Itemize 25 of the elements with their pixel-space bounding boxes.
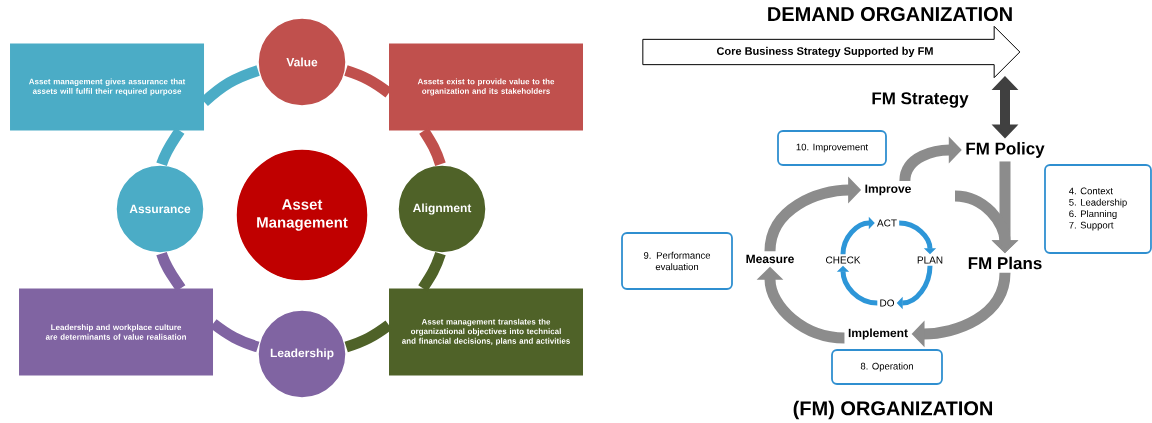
clause-box: 4. Context 5. Leadership 6. Planning 7. Support — [1044, 164, 1152, 254]
stage-label: FM Strategy — [872, 92, 969, 108]
text-box: Asset management translates the organizational objectives into technical and financial decisions, plans and activities — [389, 288, 583, 376]
step-label: Implement — [848, 328, 908, 340]
cycle-label: DO — [880, 299, 895, 307]
text-box: Leadership and workplace culture are determinants of value realisation — [19, 288, 213, 376]
clause-box: 10. Improvement — [777, 130, 887, 166]
clause-box: 8. Operation — [831, 349, 943, 385]
stage-label: FM Plans — [968, 256, 1042, 270]
curved-arrow — [899, 220, 937, 255]
cycle-label: PLAN — [917, 256, 943, 264]
stage-label: FM Policy — [966, 142, 1045, 158]
ring-segment — [156, 251, 186, 292]
text-box: Assets exist to provide value to the organization and its stakeholders — [389, 43, 583, 131]
text-box: Asset management gives assurance that assets will fulfil their required purpose — [10, 43, 204, 131]
ring-segment — [156, 127, 185, 167]
cycle-label: CHECK — [826, 256, 861, 264]
clause-box: 9. Performance evaluation — [621, 232, 733, 290]
ring-segment — [419, 127, 446, 166]
step-label: Improve — [865, 184, 911, 196]
curved-arrow — [899, 136, 962, 182]
ring-segment — [418, 252, 446, 292]
curved-arrow — [840, 216, 875, 255]
cycle-label: ACT — [877, 219, 897, 227]
step-label: Measure — [746, 254, 794, 264]
